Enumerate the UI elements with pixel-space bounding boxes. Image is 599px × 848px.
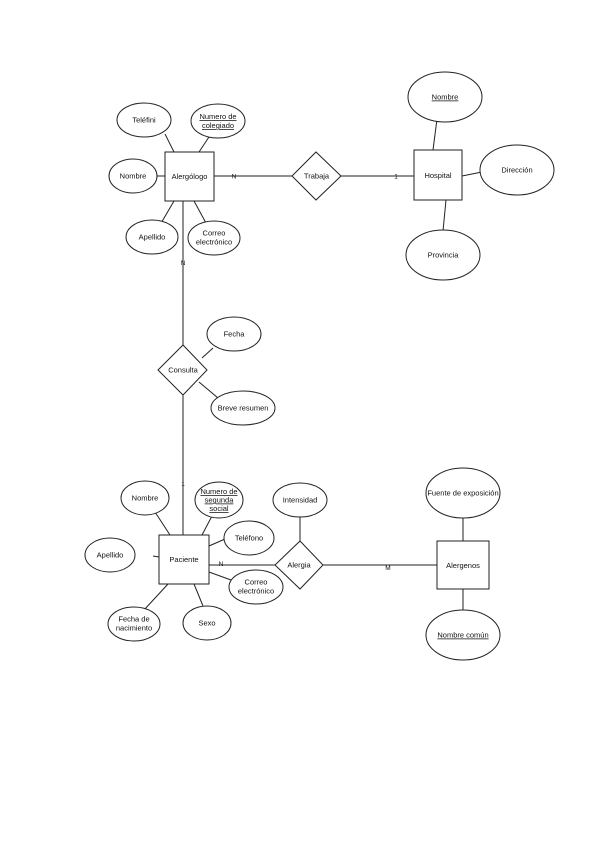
svg-text:Numero de: Numero de <box>200 487 237 496</box>
entity-hospital-label: Hospital <box>424 171 451 180</box>
cardinality-paciente-consulta: 1 <box>181 481 185 488</box>
svg-text:Fecha de: Fecha de <box>118 615 149 624</box>
cardinality-hospital-trabaja: 1 <box>394 174 398 181</box>
attribute-fuente-exposicion: Fuente de exposición <box>425 467 501 519</box>
attribute-direccion: Dirección <box>479 144 555 196</box>
svg-text:Correo: Correo <box>203 229 226 238</box>
attribute-correo-paciente: Correo electrónico <box>228 569 284 605</box>
svg-text:Correo: Correo <box>245 578 268 587</box>
attribute-apellido-alergologo: Apellido <box>125 219 179 255</box>
attribute-sexo: Sexo <box>182 605 232 641</box>
svg-text:Provincia: Provincia <box>428 251 460 260</box>
attribute-telefono-paciente: Teléfono <box>223 520 275 556</box>
svg-text:electrónico: electrónico <box>196 238 232 247</box>
attribute-correo-alergologo: Correo electrónico <box>187 220 241 256</box>
edges <box>143 118 483 613</box>
entity-alergologo-label: Alergólogo <box>172 172 208 181</box>
attribute-nombre-alergologo: Nombre <box>108 158 158 194</box>
entity-alergenos: Alergenos <box>436 540 490 590</box>
svg-text:social: social <box>209 504 229 513</box>
relationship-trabaja-label: Trabaja <box>304 172 330 181</box>
attribute-fecha-nacimiento: Fecha de nacimiento <box>107 606 161 642</box>
cardinality-alergenos-alergia: M <box>385 565 390 572</box>
attribute-intensidad: Intensidad <box>272 482 328 518</box>
svg-text:Numero de: Numero de <box>199 112 236 121</box>
svg-text:Apellido: Apellido <box>139 233 166 242</box>
svg-text:colegiado: colegiado <box>202 121 234 130</box>
attribute-breve-resumen: Breve resumen <box>210 390 276 426</box>
cardinality-paciente-alergia: N <box>219 561 224 568</box>
attribute-nombre-comun: Nombre común <box>425 609 501 661</box>
attribute-nombre-hospital: Nombre <box>407 71 483 123</box>
svg-text:Nombre: Nombre <box>120 172 147 181</box>
attribute-apellido-paciente: Apellido <box>84 537 136 573</box>
attribute-nombre-paciente: Nombre <box>120 480 170 516</box>
entity-hospital: Hospital <box>413 149 463 201</box>
attribute-numero-seguridad-social: Numero de segunda social <box>194 481 244 519</box>
attribute-telefini: Teléfini <box>116 102 172 138</box>
svg-text:segunda: segunda <box>205 496 235 505</box>
relationship-alergia-label: Alergia <box>287 561 311 570</box>
entity-paciente: Paciente <box>158 534 210 585</box>
relationship-consulta: Consulta <box>157 344 208 396</box>
svg-text:Nombre común: Nombre común <box>437 631 488 640</box>
svg-text:Fuente de exposición: Fuente de exposición <box>427 489 498 498</box>
relationship-consulta-label: Consulta <box>168 366 198 375</box>
relationship-trabaja: Trabaja <box>291 151 342 201</box>
svg-text:Fecha: Fecha <box>224 330 246 339</box>
cardinality-alergologo-consulta: N <box>181 260 186 267</box>
svg-text:Apellido: Apellido <box>97 551 124 560</box>
cardinality-alergologo-trabaja: N <box>232 174 237 181</box>
svg-text:Dirección: Dirección <box>501 166 532 175</box>
svg-text:Nombre: Nombre <box>132 494 159 503</box>
relationship-alergia: Alergia <box>274 540 324 590</box>
svg-text:Intensidad: Intensidad <box>283 496 318 505</box>
svg-text:Breve resumen: Breve resumen <box>218 404 269 413</box>
svg-text:Teléfini: Teléfini <box>132 116 156 125</box>
attribute-provincia: Provincia <box>405 229 481 281</box>
svg-text:nacimiento: nacimiento <box>116 624 152 633</box>
entity-paciente-label: Paciente <box>169 555 198 564</box>
cardinalities: N 1 N 1 N M <box>181 174 399 573</box>
svg-text:electrónico: electrónico <box>238 587 274 596</box>
svg-text:Teléfono: Teléfono <box>235 534 263 543</box>
svg-text:Nombre: Nombre <box>432 93 459 102</box>
entity-alergologo: Alergólogo <box>164 151 215 202</box>
attribute-fecha: Fecha <box>206 316 262 352</box>
svg-text:Sexo: Sexo <box>198 619 215 628</box>
attribute-numero-colegiado: Numero de colegiado <box>190 103 246 139</box>
entity-alergenos-label: Alergenos <box>446 561 480 570</box>
